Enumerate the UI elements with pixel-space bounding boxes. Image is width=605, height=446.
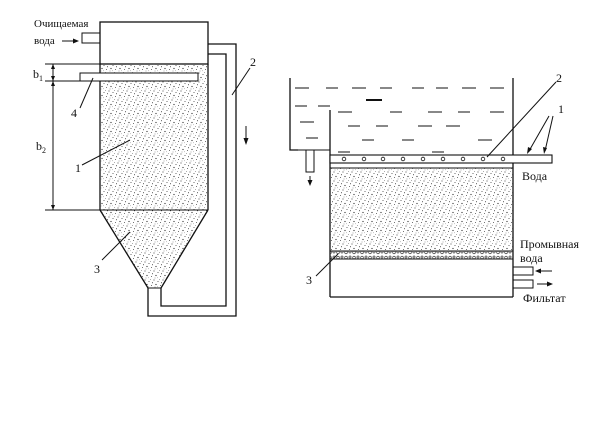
- right-upper-tank-left: [290, 78, 298, 150]
- left-filter: Очищаемая вода b1 b2 4 1 3 2: [33, 18, 256, 316]
- right-outlet-arrowhead: [308, 180, 313, 186]
- wash-water-label-line2: вода: [520, 251, 543, 265]
- dim-arrow-b1-bottom: [51, 76, 55, 81]
- right-wash-arrowhead: [535, 269, 541, 274]
- dim-b1-label: b1: [33, 67, 43, 83]
- right-callout-3-leader: [316, 254, 338, 276]
- right-wash-pipe: [513, 267, 533, 275]
- right-water-surface: [295, 88, 504, 152]
- dim-b2-label: b2: [36, 139, 46, 155]
- left-flow-arrowhead: [244, 138, 249, 145]
- right-filtrate-pipe: [513, 280, 533, 288]
- right-callout-2-leader: [487, 82, 556, 157]
- left-callout-3: 3: [94, 262, 100, 276]
- left-callout-2: 2: [250, 55, 256, 69]
- left-inlet-pipe: [82, 33, 100, 43]
- left-callout-1: 1: [75, 161, 81, 175]
- callout-4-leader: [80, 78, 93, 108]
- wash-water-label-line1: Промывная: [520, 237, 580, 251]
- left-head-chamber: [100, 22, 208, 64]
- right-filter: 2 1 3 Вода Промывная вода Фильтат: [290, 71, 580, 305]
- right-sand-layer: [331, 168, 513, 251]
- right-gutter-outlet-pipe: [306, 150, 314, 172]
- water-label: Вода: [522, 169, 548, 183]
- inlet-label-line1: Очищаемая: [34, 18, 88, 30]
- inlet-label-line2: вода: [34, 35, 55, 47]
- left-filter-media: [101, 64, 208, 210]
- left-inlet-arrowhead: [73, 39, 79, 44]
- left-distribution-pipe: [80, 73, 198, 81]
- right-callout-1: 1: [558, 102, 564, 116]
- left-cone-media: [101, 210, 208, 288]
- dim-arrow-b2-top: [51, 81, 55, 86]
- right-callout-1-arrow-b: [543, 147, 547, 154]
- left-callout-4: 4: [71, 106, 77, 120]
- right-filtrate-arrowhead: [547, 282, 553, 287]
- dim-arrow-b1-top: [51, 64, 55, 69]
- filtrate-label: Фильтат: [523, 291, 566, 305]
- right-callout-2: 2: [556, 71, 562, 85]
- dim-arrow-b2-bottom: [51, 205, 55, 210]
- callout-2-leader: [232, 68, 250, 95]
- right-gravel-layer: [331, 251, 513, 259]
- right-callout-3: 3: [306, 273, 312, 287]
